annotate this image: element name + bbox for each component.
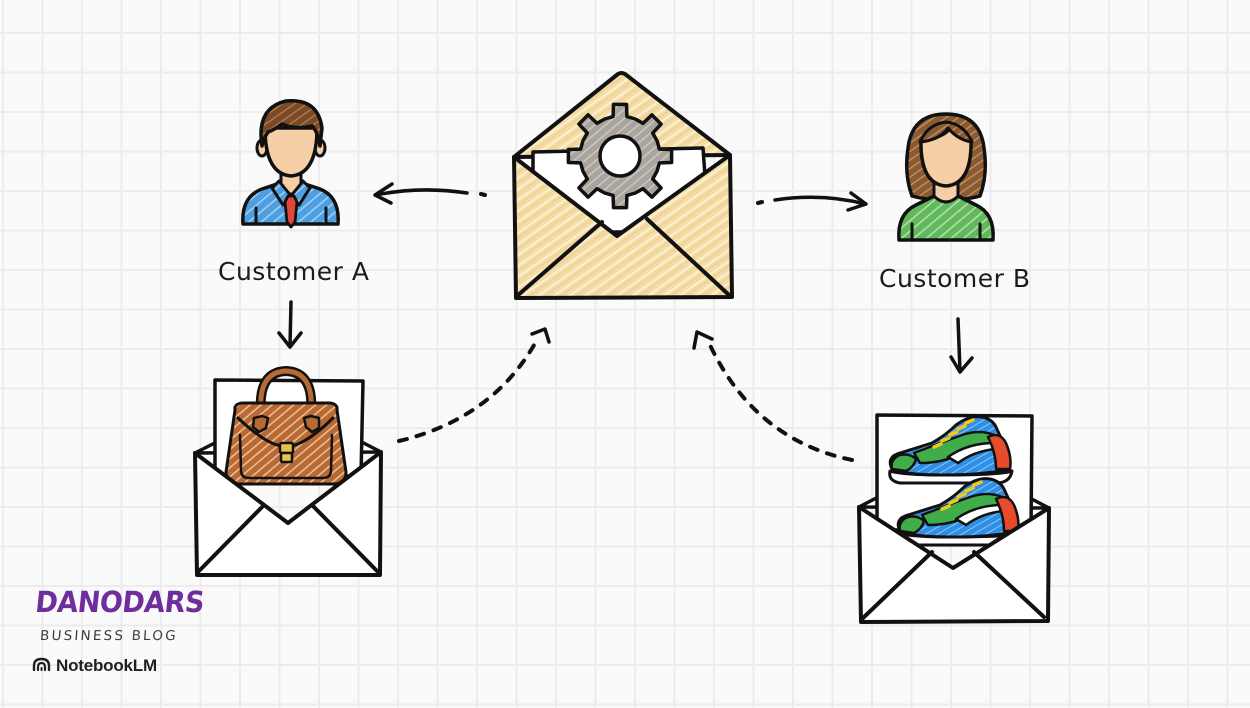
sneaker-toe: [898, 515, 926, 535]
brand-product: NotebookLM: [32, 656, 157, 675]
sneaker-toe: [890, 453, 918, 473]
center-envelope: [512, 71, 734, 300]
sneaker-lace: [940, 504, 951, 511]
sneaker-heel: [986, 433, 1012, 471]
customer-a-avatar: [241, 99, 340, 229]
sneakers-icon: [888, 415, 1022, 547]
customer-b-label: Customer B: [879, 264, 1031, 293]
brand-title: DANODARS: [33, 585, 206, 620]
sneakers-envelope-body: [857, 505, 1051, 624]
customer-b-avatar: [897, 112, 995, 242]
customer-a-tie: [283, 194, 299, 229]
handbag-envelope: [193, 366, 383, 577]
sneaker-heel: [994, 495, 1020, 533]
sneakers-envelope: [857, 413, 1051, 624]
sneaker-lace: [964, 418, 975, 425]
handbag-icon: [224, 366, 348, 486]
brand-subtitle: BUSINESS BLOG: [39, 628, 179, 644]
handbag-envelope-body: [193, 450, 383, 577]
sneaker-lace: [932, 442, 943, 449]
sneaker-lace: [940, 436, 951, 443]
arrow-sneakers-to-center: [692, 330, 854, 462]
arrow-customer-a-to-handbag: [277, 300, 303, 349]
brand-product-name: NotebookLM: [56, 656, 157, 675]
sneaker-lace: [948, 430, 959, 437]
arrow-handbag-to-center: [397, 327, 551, 443]
arrow-customer-b-to-sneakers: [949, 317, 974, 374]
sneaker-lace: [972, 480, 983, 487]
sneaker-lace: [956, 492, 967, 499]
arrow-center-to-customer-a: [373, 182, 487, 205]
customer-a-hair: [259, 99, 324, 148]
sneaker-lace: [964, 486, 975, 493]
sneaker-lace: [948, 498, 959, 505]
gear-hole: [598, 134, 642, 178]
sneaker-lace: [956, 424, 967, 431]
gear-icon: [566, 102, 674, 210]
sneaker-top: [888, 415, 1014, 485]
arrow-center-to-customer-b: [756, 191, 868, 212]
notebooklm-logo-icon: [32, 656, 51, 675]
customer-a-label: Customer A: [218, 257, 370, 286]
